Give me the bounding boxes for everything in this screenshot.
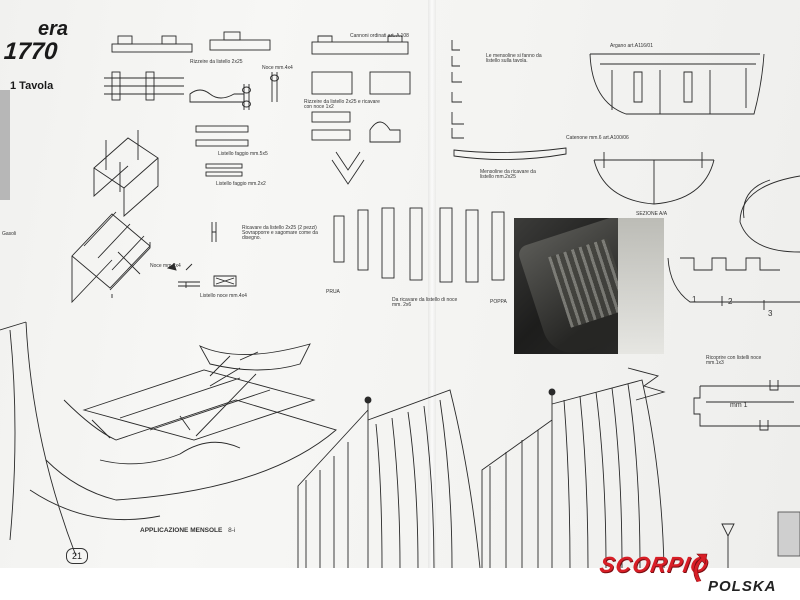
drawing-brackets xyxy=(451,40,567,161)
label-prua: PRUA xyxy=(326,289,340,295)
label-mensoline-note: Le mensoline si fanno da listello sulla … xyxy=(486,53,542,64)
brand-logo: SCORPIO POLSKA xyxy=(598,548,800,600)
drawing-hull-profile xyxy=(589,53,765,115)
label-mm1: mm 1 xyxy=(730,402,748,409)
bottom-white-strip xyxy=(0,568,800,600)
sheet-fold xyxy=(428,0,436,568)
label-applicazione-ref: 8-i xyxy=(228,527,236,534)
plate-label: 1 Tavola xyxy=(10,80,54,92)
drawing-small-parts xyxy=(166,222,237,288)
drawing-anchor-marker xyxy=(721,523,735,568)
plan-sheet: era 1770 1 Tavola xyxy=(0,0,800,568)
model-photo xyxy=(514,218,664,354)
drawing-ladder xyxy=(71,211,151,304)
label-ricoprire: Ricoprire con listelli noce mm.1x3 xyxy=(706,355,762,366)
label-faggio-2x2: Listello faggio mm.2x2 xyxy=(216,181,266,187)
drawing-sail-right xyxy=(481,367,666,568)
label-rizzeire-mid: Rizzeire da listello 2x25 e ricavare con… xyxy=(304,99,380,110)
brand-country: POLSKA xyxy=(708,578,777,595)
drawing-stern-assembly xyxy=(29,343,337,521)
label-argano: Argano art.A116/01 xyxy=(610,43,653,49)
label-noce-4x4: Noce mm.4x4 xyxy=(262,65,293,71)
label-num3: 3 xyxy=(768,309,773,318)
drawing-leader-lines xyxy=(117,251,257,437)
drawing-pins xyxy=(242,72,279,110)
drawing-chest xyxy=(311,35,411,185)
drawing-stern-ring xyxy=(739,175,800,253)
label-sezione: SEZIONE A/A xyxy=(636,211,668,217)
label-applicazione: APPLICAZIONE MENSOLE 8-i xyxy=(140,527,236,535)
drawing-cannon-rail xyxy=(104,31,271,103)
title-fragment: era xyxy=(38,18,69,40)
hatched-block xyxy=(777,511,800,557)
drawing-panel xyxy=(693,380,800,431)
label-noce-listello-4x4: Listello noce mm.4x4 xyxy=(200,293,247,299)
label-catenone: Catenone mm.6 art.A100/06 xyxy=(566,135,629,141)
label-applicazione-text: APPLICAZIONE MENSOLE xyxy=(140,527,223,534)
drawing-battens xyxy=(195,125,249,177)
label-mensoline-ricavare: Mensoline da ricavare da listello mm.2x2… xyxy=(480,169,536,180)
label-num2: 2 xyxy=(728,297,733,306)
label-faggio-5x5: Listello faggio mm.5x5 xyxy=(218,151,268,157)
label-side-note: Gasoli xyxy=(2,231,17,237)
label-poppa: POPPA xyxy=(490,299,507,305)
label-cannoni: Cannoni ordinati art. A 108 xyxy=(350,33,409,39)
label-num1: 1 xyxy=(692,295,697,304)
photo-background xyxy=(618,218,664,354)
label-ricavare-2x25: Ricavare da listello 2x25 (2 pezzi) Sovr… xyxy=(242,225,318,241)
drawing-strip-parts xyxy=(333,207,505,283)
technical-drawings xyxy=(0,31,800,568)
label-rizzeire-top: Rizzeire da listello 2x25 xyxy=(190,59,243,65)
left-gray-panel xyxy=(0,90,10,200)
drawing-frame-crate xyxy=(93,130,159,217)
page-number: 21 xyxy=(66,548,88,564)
label-da-ricavare: Da ricavare da listello di noce mm. 2x6 xyxy=(392,297,458,308)
label-noce-2x4: Noce mm.2x4 xyxy=(150,263,181,269)
scorpion-tail-icon xyxy=(693,553,708,583)
drawing-section xyxy=(593,152,715,205)
drawing-rigging-left xyxy=(0,321,77,557)
drawing-sail-left xyxy=(297,389,481,568)
drawing-rudder-strip xyxy=(667,257,800,310)
